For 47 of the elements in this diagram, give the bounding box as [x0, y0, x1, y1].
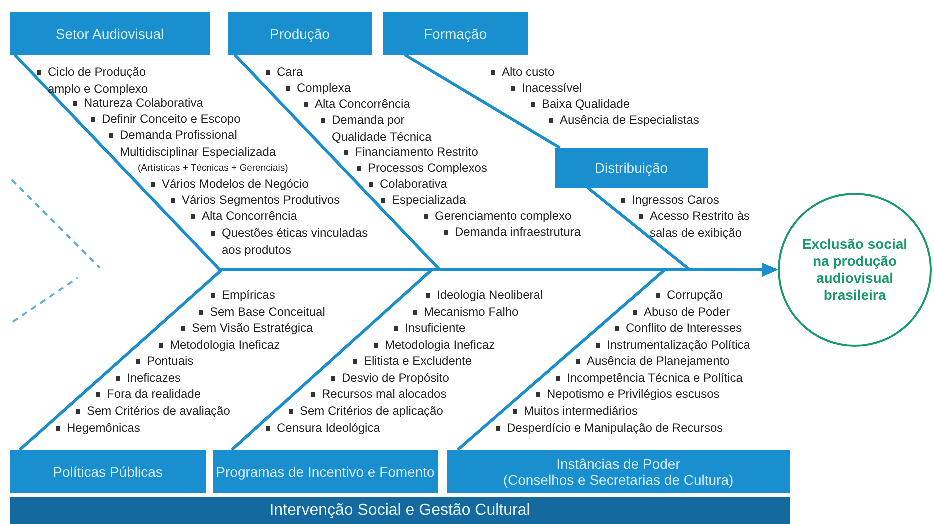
bullet-item: Instrumentalização Política — [595, 337, 750, 354]
bullet-item: Processos Complexos — [356, 160, 488, 176]
category-label: Programas de Incentivo e Fomento — [216, 464, 435, 480]
bullet-item: Especializada — [380, 192, 466, 208]
bullet-item: Metodologia Ineficaz — [158, 337, 280, 354]
category-box — [10, 450, 206, 493]
bullet-item: Definir Conceito e Escopo — [90, 111, 241, 128]
category-label: Instâncias de Poder — [556, 456, 680, 472]
bullet-item: Incompetência Técnica e Política — [555, 370, 743, 386]
bullet-item: Complexa — [285, 80, 352, 96]
category-box — [383, 12, 528, 55]
arrow — [457, 263, 778, 452]
bullet-item: Ideologia Neoliberal — [425, 287, 544, 304]
bullet-item: Hegemônicas — [55, 420, 140, 436]
bullet-item: Desperdício e Manipulação de Recursos — [495, 420, 724, 436]
category-label: Distribuição — [594, 160, 668, 176]
bullet-item: Desvio de Propósito — [330, 370, 450, 386]
bullet-item: Nepotismo e Privilégios escusos — [535, 386, 720, 402]
bullet-item: Metodologia Ineficaz — [373, 337, 496, 354]
bullet-item: Sem Visão Estratégica — [180, 320, 314, 336]
base-bar — [10, 497, 790, 524]
category-label: Setor Audiovisual — [56, 26, 164, 42]
bullet-item: Acesso Restrito às salas de exibição — [638, 208, 752, 241]
category-label: Intervenção Social e Gestão Cultural — [270, 502, 530, 520]
bullet-item: Ausência de Planejamento — [575, 353, 730, 370]
bullet-item: Sem Critérios de aplicação — [288, 403, 444, 420]
category-box — [228, 12, 372, 55]
bullet-item: Sem Critérios de avaliação — [75, 403, 230, 420]
bullet-item: Vários Segmentos Produtivos — [170, 192, 340, 208]
category-box — [447, 450, 790, 493]
bullet-item: Gerenciamento complexo — [423, 208, 572, 224]
bullet-item: Censura Ideológica — [265, 420, 380, 436]
effect-label: Exclusão social na produção audiovisual brasileira — [801, 236, 909, 304]
category-box — [213, 450, 438, 493]
category-label: Formação — [424, 26, 488, 42]
bullet-item: Vários Modelos de Negócio — [150, 176, 309, 192]
category-box — [555, 148, 708, 188]
connector-line — [404, 54, 561, 150]
category-label: (Conselhos e Secretarias de Cultura) — [503, 472, 734, 488]
bullet-item: Corrupção — [655, 287, 724, 304]
note-text: (Artísticas + Técnicas + Gerenciais) — [138, 162, 288, 176]
bullet-item: Empíricas — [210, 287, 276, 304]
category-label: Políticas Públicas — [53, 464, 163, 480]
bullet-item: Ausência de Especialistas — [548, 112, 700, 128]
category-label: Produção — [270, 26, 330, 42]
bullet-item: Baixa Qualidade — [530, 96, 630, 112]
category-box — [10, 12, 210, 55]
